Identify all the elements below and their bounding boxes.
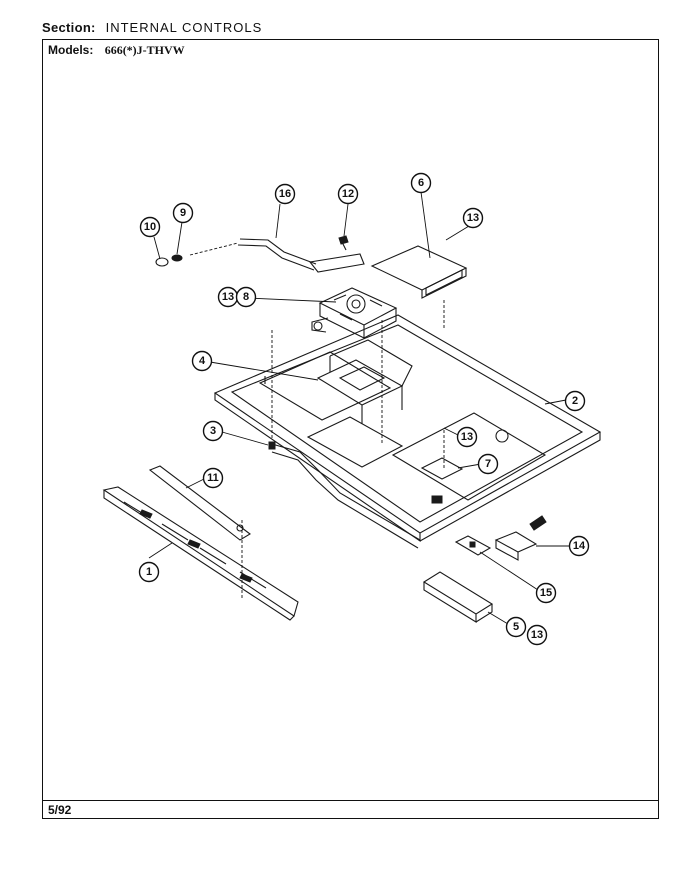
callout-3: 3 bbox=[202, 420, 224, 442]
svg-text:12: 12 bbox=[342, 188, 354, 200]
switch-assembly bbox=[311, 287, 398, 339]
callout-15: 15 bbox=[535, 582, 557, 604]
callout-8: 8 bbox=[235, 286, 257, 308]
callout-13-b: 13 bbox=[217, 286, 239, 308]
svg-text:14: 14 bbox=[573, 540, 586, 552]
svg-text:13: 13 bbox=[222, 291, 234, 303]
models-label: Models: bbox=[48, 43, 94, 57]
svg-text:3: 3 bbox=[210, 425, 216, 437]
callout-7: 7 bbox=[477, 453, 499, 475]
chassis-panel bbox=[213, 314, 602, 549]
revision-date: 5/92 bbox=[48, 803, 72, 817]
mounting-bracket bbox=[422, 571, 494, 623]
assembly-leads bbox=[271, 300, 445, 470]
callout-6: 6 bbox=[410, 172, 432, 194]
callout-2: 2 bbox=[564, 390, 586, 412]
callout-13-a: 13 bbox=[526, 624, 548, 646]
svg-text:5: 5 bbox=[513, 621, 519, 633]
actuator-rod bbox=[189, 235, 365, 273]
svg-text:6: 6 bbox=[418, 177, 424, 189]
svg-text:8: 8 bbox=[243, 291, 249, 303]
switch-component bbox=[454, 515, 547, 561]
callout-10: 10 bbox=[139, 216, 161, 238]
support-bracket bbox=[316, 339, 413, 424]
svg-text:13: 13 bbox=[467, 212, 479, 224]
svg-text:13: 13 bbox=[531, 629, 543, 641]
callout-leaders bbox=[148, 191, 570, 628]
callout-16: 16 bbox=[274, 183, 296, 205]
callout-14: 14 bbox=[568, 535, 590, 557]
front-bezel-strip bbox=[102, 486, 299, 621]
callout-12: 12 bbox=[337, 183, 359, 205]
callout-13-d: 13 bbox=[456, 426, 478, 448]
svg-text:9: 9 bbox=[180, 207, 186, 219]
svg-text:1: 1 bbox=[146, 566, 152, 578]
diagram-frame: Models: 666(*)J-THVW 5/92 bbox=[42, 39, 659, 819]
footer-divider bbox=[43, 800, 658, 801]
callout-5: 5 bbox=[505, 616, 527, 638]
svg-text:16: 16 bbox=[279, 188, 291, 200]
svg-text:13: 13 bbox=[461, 431, 473, 443]
callout-4: 4 bbox=[191, 350, 213, 372]
section-label: Section: bbox=[42, 20, 96, 35]
section-header: Section: INTERNAL CONTROLS bbox=[42, 20, 262, 35]
svg-text:11: 11 bbox=[207, 472, 219, 484]
svg-text:4: 4 bbox=[199, 355, 206, 367]
svg-text:15: 15 bbox=[540, 587, 552, 599]
models-header: Models: 666(*)J-THVW bbox=[48, 43, 185, 58]
callout-9: 9 bbox=[172, 202, 194, 224]
models-value: 666(*)J-THVW bbox=[104, 43, 185, 57]
svg-text:2: 2 bbox=[572, 395, 578, 407]
callout-11: 11 bbox=[202, 467, 224, 489]
callout-13-c: 13 bbox=[462, 207, 484, 229]
sensor-plate bbox=[420, 457, 464, 480]
cover-plate bbox=[370, 245, 468, 299]
callout-1: 1 bbox=[138, 561, 160, 583]
trim-rail bbox=[148, 465, 251, 600]
knob-parts bbox=[155, 254, 183, 267]
section-value: INTERNAL CONTROLS bbox=[105, 20, 263, 35]
svg-text:7: 7 bbox=[485, 458, 491, 470]
svg-text:10: 10 bbox=[144, 221, 156, 233]
